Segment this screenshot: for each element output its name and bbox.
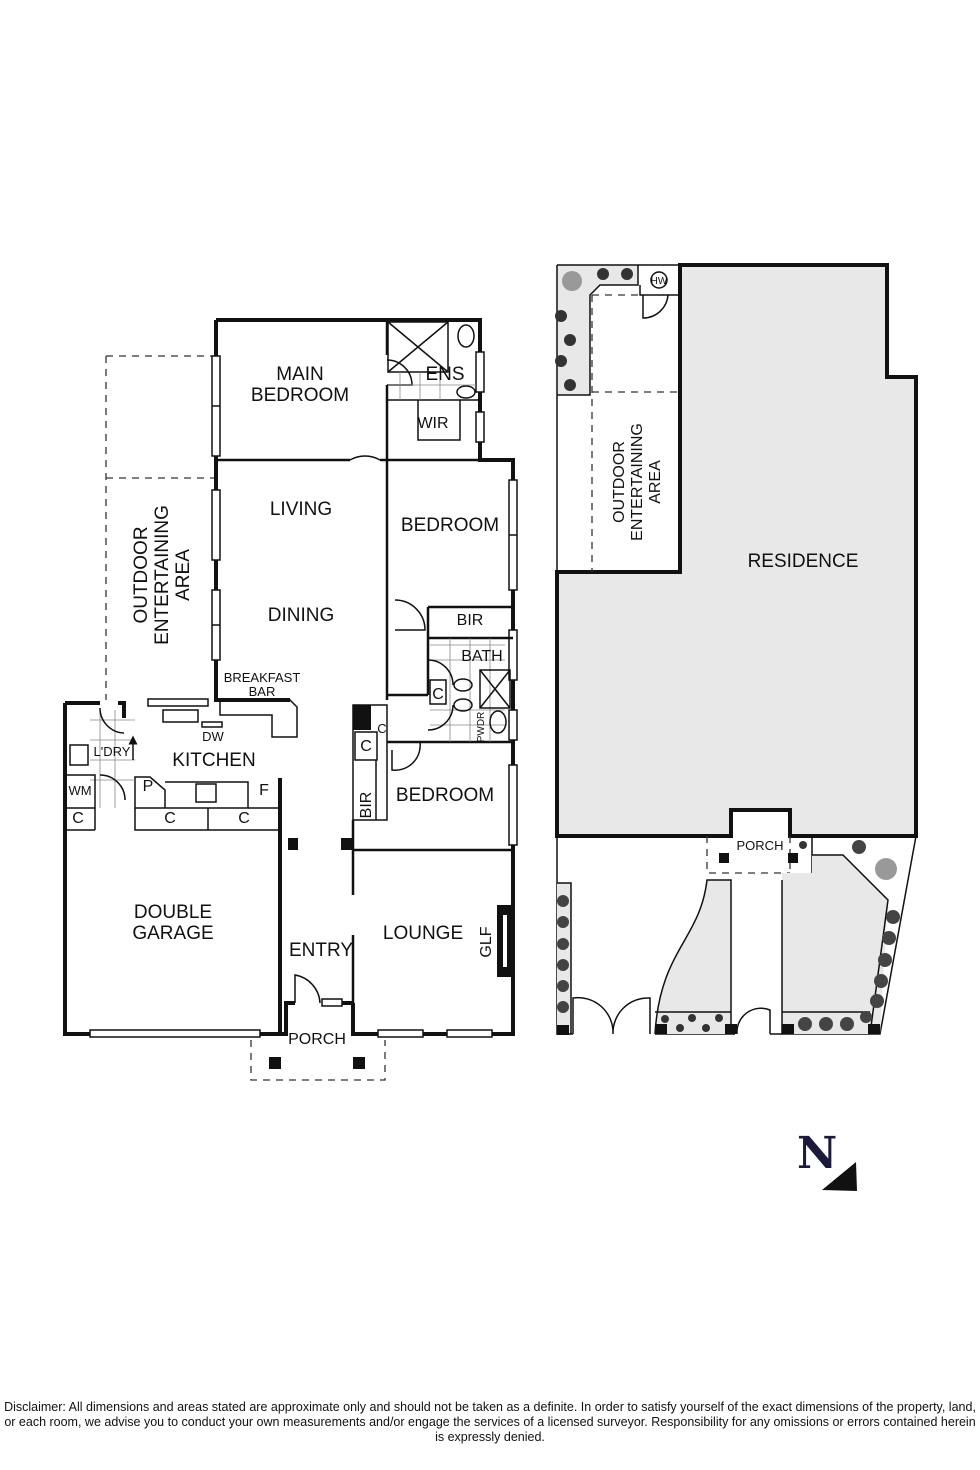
label-c-hall-1: C xyxy=(360,738,372,755)
label-f: F xyxy=(259,782,269,799)
label-main-bedroom-1: MAIN xyxy=(276,364,324,385)
site-plan xyxy=(555,263,918,1035)
north-arrow-icon xyxy=(822,1162,857,1191)
label-main-bedroom-2: BEDROOM xyxy=(251,385,349,406)
site-label-outdoor-2: ENTERTAINING xyxy=(629,423,646,541)
label-hw: HW xyxy=(651,276,668,287)
house-labels: MAIN BEDROOM ENS WIR LIVING DINING BEDRO… xyxy=(68,364,502,1048)
label-residence: RESIDENCE xyxy=(748,551,859,572)
north-label: N xyxy=(797,1128,837,1179)
label-living: LIVING xyxy=(270,499,332,520)
label-porch: PORCH xyxy=(288,1031,346,1048)
label-bir-1: BIR xyxy=(457,612,484,629)
disclaimer-text: Disclaimer: All dimensions and areas sta… xyxy=(4,1400,976,1444)
label-c-kitchen-2: C xyxy=(238,810,250,827)
label-bir-2: BIR xyxy=(358,792,375,819)
label-breakfast-bar-2: BAR xyxy=(249,684,276,699)
label-outdoor-1: OUTDOOR xyxy=(131,526,152,623)
label-kitchen: KITCHEN xyxy=(172,750,255,771)
label-outdoor-3: AREA xyxy=(173,549,194,601)
house-floor-plan xyxy=(63,318,518,1081)
label-glf: GLF xyxy=(478,926,495,957)
label-ldry: L'DRY xyxy=(94,744,131,759)
label-ens: ENS xyxy=(425,364,464,385)
label-wm: WM xyxy=(68,783,91,798)
label-dining: DINING xyxy=(268,605,335,626)
label-bath: BATH xyxy=(461,648,502,665)
label-pwdr: PWDR xyxy=(476,712,487,743)
site-label-porch: PORCH xyxy=(737,838,784,853)
label-double-garage-1: DOUBLE xyxy=(134,902,212,923)
label-outdoor-2: ENTERTAINING xyxy=(152,505,173,645)
label-p: P xyxy=(143,778,154,795)
label-lounge: LOUNGE xyxy=(383,923,463,944)
site-labels: HW OUTDOOR ENTERTAINING AREA RESIDENCE P… xyxy=(611,276,858,853)
site-label-outdoor-3: AREA xyxy=(647,460,664,504)
label-wir: WIR xyxy=(417,415,448,432)
label-dw: DW xyxy=(202,729,224,744)
label-c-garage: C xyxy=(72,810,84,827)
north-compass: N xyxy=(797,1128,857,1191)
label-c-hall-2: C xyxy=(377,721,386,736)
label-c-kitchen-1: C xyxy=(164,810,176,827)
label-double-garage-2: GARAGE xyxy=(132,923,213,944)
label-bedroom-2: BEDROOM xyxy=(401,515,499,536)
label-entry: ENTRY xyxy=(289,940,353,961)
site-label-outdoor-1: OUTDOOR xyxy=(611,441,628,523)
label-bedroom-3: BEDROOM xyxy=(396,785,494,806)
label-c-bath: C xyxy=(432,686,444,703)
label-breakfast-bar-1: BREAKFAST xyxy=(224,670,301,685)
